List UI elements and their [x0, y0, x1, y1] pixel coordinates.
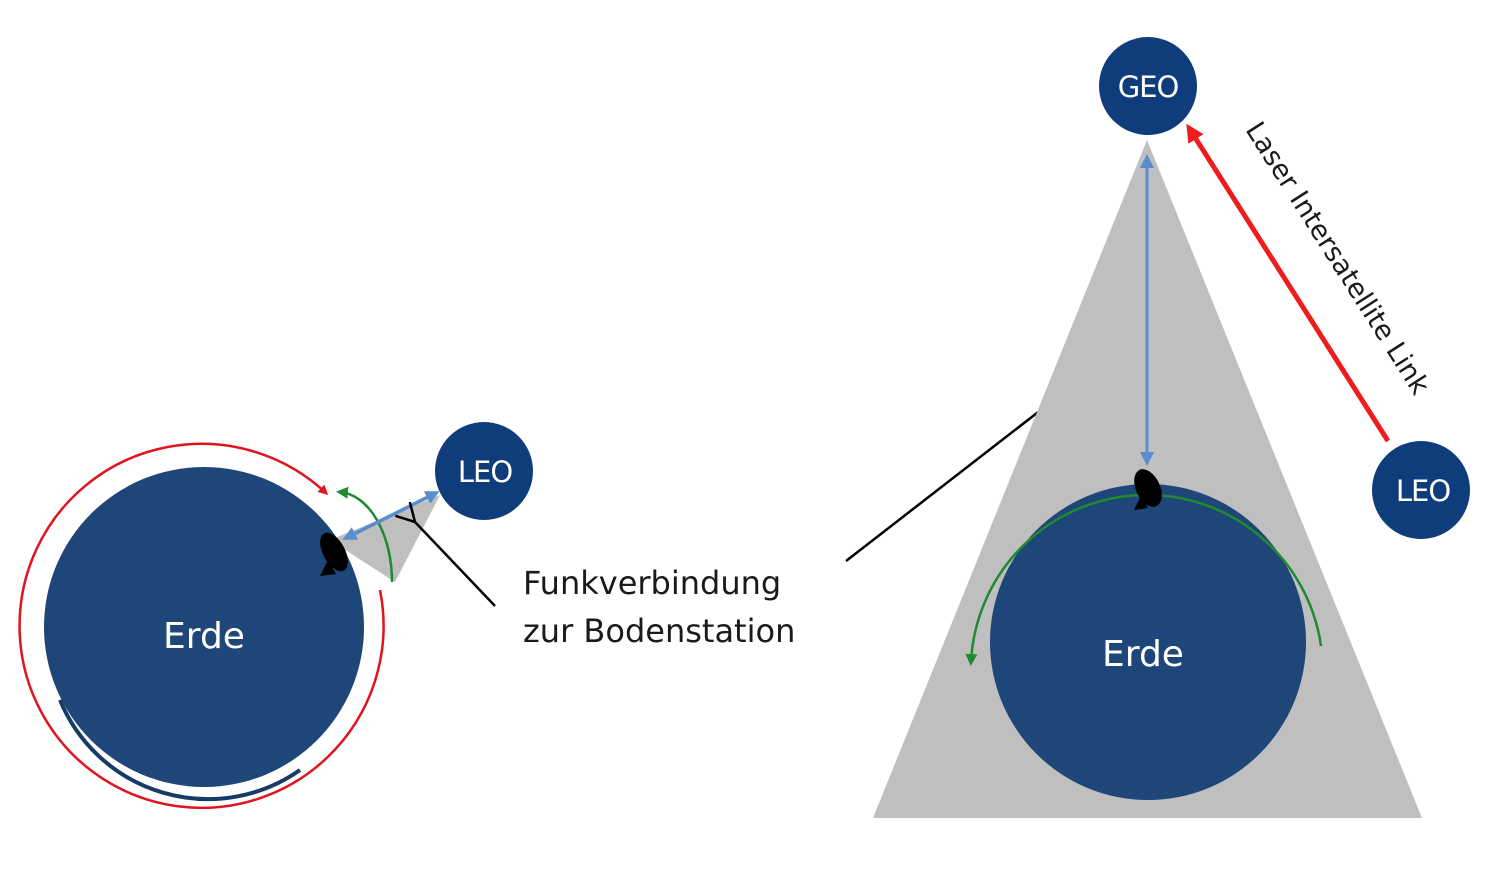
earth-left-shadow [58, 699, 302, 802]
leo-satellite-left-label: LEO [458, 455, 512, 489]
ground-station-dish-icon [320, 532, 348, 576]
earth-right-label: Erde [1102, 634, 1184, 675]
callout-line-1: Funkverbindung [523, 564, 781, 602]
earth-right [990, 484, 1306, 800]
leo-satellite-left [435, 422, 533, 520]
right-scene: Erde GEO LEO Laser Intersatellite Link [873, 37, 1470, 818]
leo-orbit-ring [18, 442, 385, 810]
laser-intersatellite-link [1186, 123, 1391, 443]
geo-satellite-label: GEO [1118, 70, 1179, 104]
leo-satellite-right [1372, 441, 1470, 539]
callout-line-2: zur Bodenstation [523, 612, 795, 650]
radio-link-left [342, 491, 440, 540]
earth-left [44, 467, 364, 787]
ground-station-dish-icon [1134, 469, 1162, 510]
callout-arrow-left [415, 522, 496, 607]
geo-satellite [1099, 37, 1197, 135]
leo-satellite-right-label: LEO [1396, 474, 1450, 508]
left-scene: Erde LEO [18, 422, 533, 810]
earth-left-label: Erde [163, 616, 245, 657]
